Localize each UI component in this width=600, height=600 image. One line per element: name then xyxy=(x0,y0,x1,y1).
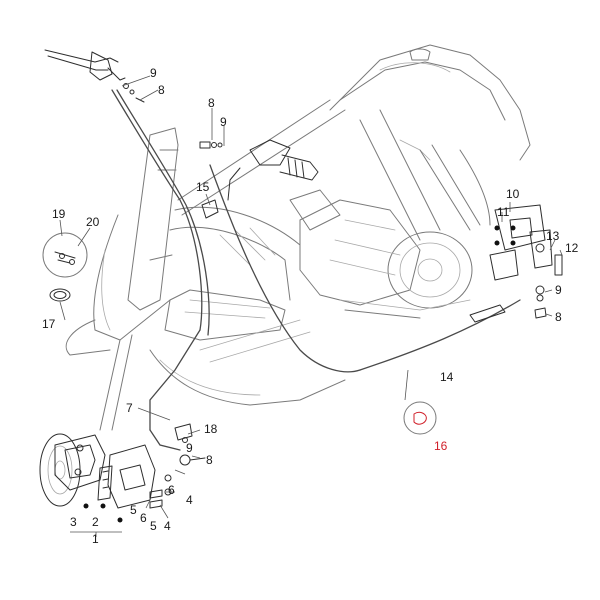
callout-2: 2 xyxy=(92,515,99,529)
callout-15: 15 xyxy=(196,180,210,194)
callout-10: 10 xyxy=(506,187,520,201)
callout-8: 8 xyxy=(208,96,215,110)
callout-5: 5 xyxy=(130,503,137,517)
callout-4: 4 xyxy=(186,493,193,507)
callout-17: 17 xyxy=(42,317,56,331)
callout-20: 20 xyxy=(86,215,100,229)
rear-brake-assembly xyxy=(489,204,563,281)
callout-5: 5 xyxy=(150,519,157,533)
banjo-fitting xyxy=(179,454,206,466)
screw-8-top xyxy=(199,141,223,149)
callout-9: 9 xyxy=(150,66,157,80)
brake-cables xyxy=(111,89,521,451)
scooter-frame-outline xyxy=(65,44,531,431)
callout-8: 8 xyxy=(555,310,562,324)
cable-guide-17 xyxy=(49,288,71,302)
callout-8: 8 xyxy=(206,453,213,467)
callout-9: 9 xyxy=(186,441,193,455)
callout-9: 9 xyxy=(220,115,227,129)
detail-circle-19-20 xyxy=(42,232,88,278)
rear-cable-adjuster xyxy=(534,285,547,319)
callout-6: 6 xyxy=(168,483,175,497)
front-brake-disc xyxy=(39,433,81,507)
callout-13: 13 xyxy=(546,229,560,243)
cable-clip-15 xyxy=(201,199,219,219)
brake-pads xyxy=(97,444,156,509)
callout-9: 9 xyxy=(555,283,562,297)
reference-dots xyxy=(83,225,516,523)
right-handlebar-assembly xyxy=(227,139,319,201)
callout-7: 7 xyxy=(126,401,133,415)
fitting-18 xyxy=(174,423,193,443)
left-handlebar-assembly xyxy=(44,49,126,81)
leader-lines xyxy=(59,75,563,537)
callout-11: 11 xyxy=(497,205,510,219)
callout-19: 19 xyxy=(52,207,66,221)
detail-circle-16 xyxy=(403,401,437,435)
callout-labels: 1 2 3 4 4 5 5 6 6 7 8 8 8 8 9 9 9 9 10 1… xyxy=(42,66,579,546)
callout-4: 4 xyxy=(164,519,171,533)
callout-1: 1 xyxy=(92,532,99,546)
callout-8: 8 xyxy=(158,83,165,97)
callout-12: 12 xyxy=(565,241,579,255)
callout-3: 3 xyxy=(70,515,77,529)
callout-6: 6 xyxy=(140,511,147,525)
callout-18: 18 xyxy=(204,422,218,436)
front-brake-caliper xyxy=(54,434,106,491)
callout-16: 16 xyxy=(434,439,448,453)
callout-14: 14 xyxy=(440,370,454,384)
